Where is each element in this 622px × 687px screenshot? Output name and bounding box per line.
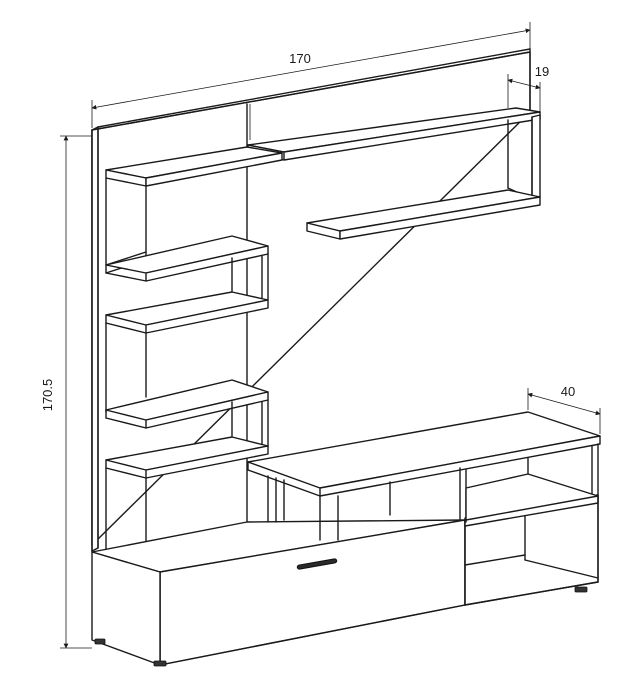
floating-shelf	[306, 189, 541, 240]
left-shelf-unit	[105, 146, 283, 563]
dimension-height: 170.5	[40, 135, 92, 649]
dimension-width: 170	[91, 22, 531, 128]
height-label: 170.5	[40, 379, 55, 412]
feet	[94, 586, 588, 667]
shelf-depth-label: 19	[535, 64, 549, 79]
tv-depth-label: 40	[561, 384, 575, 399]
width-label: 170	[289, 51, 311, 66]
dimension-tv-depth: 40	[527, 384, 601, 434]
drawer-handle	[296, 558, 338, 570]
tv-unit	[91, 411, 601, 666]
dimension-shelf-depth: 19	[507, 64, 549, 112]
